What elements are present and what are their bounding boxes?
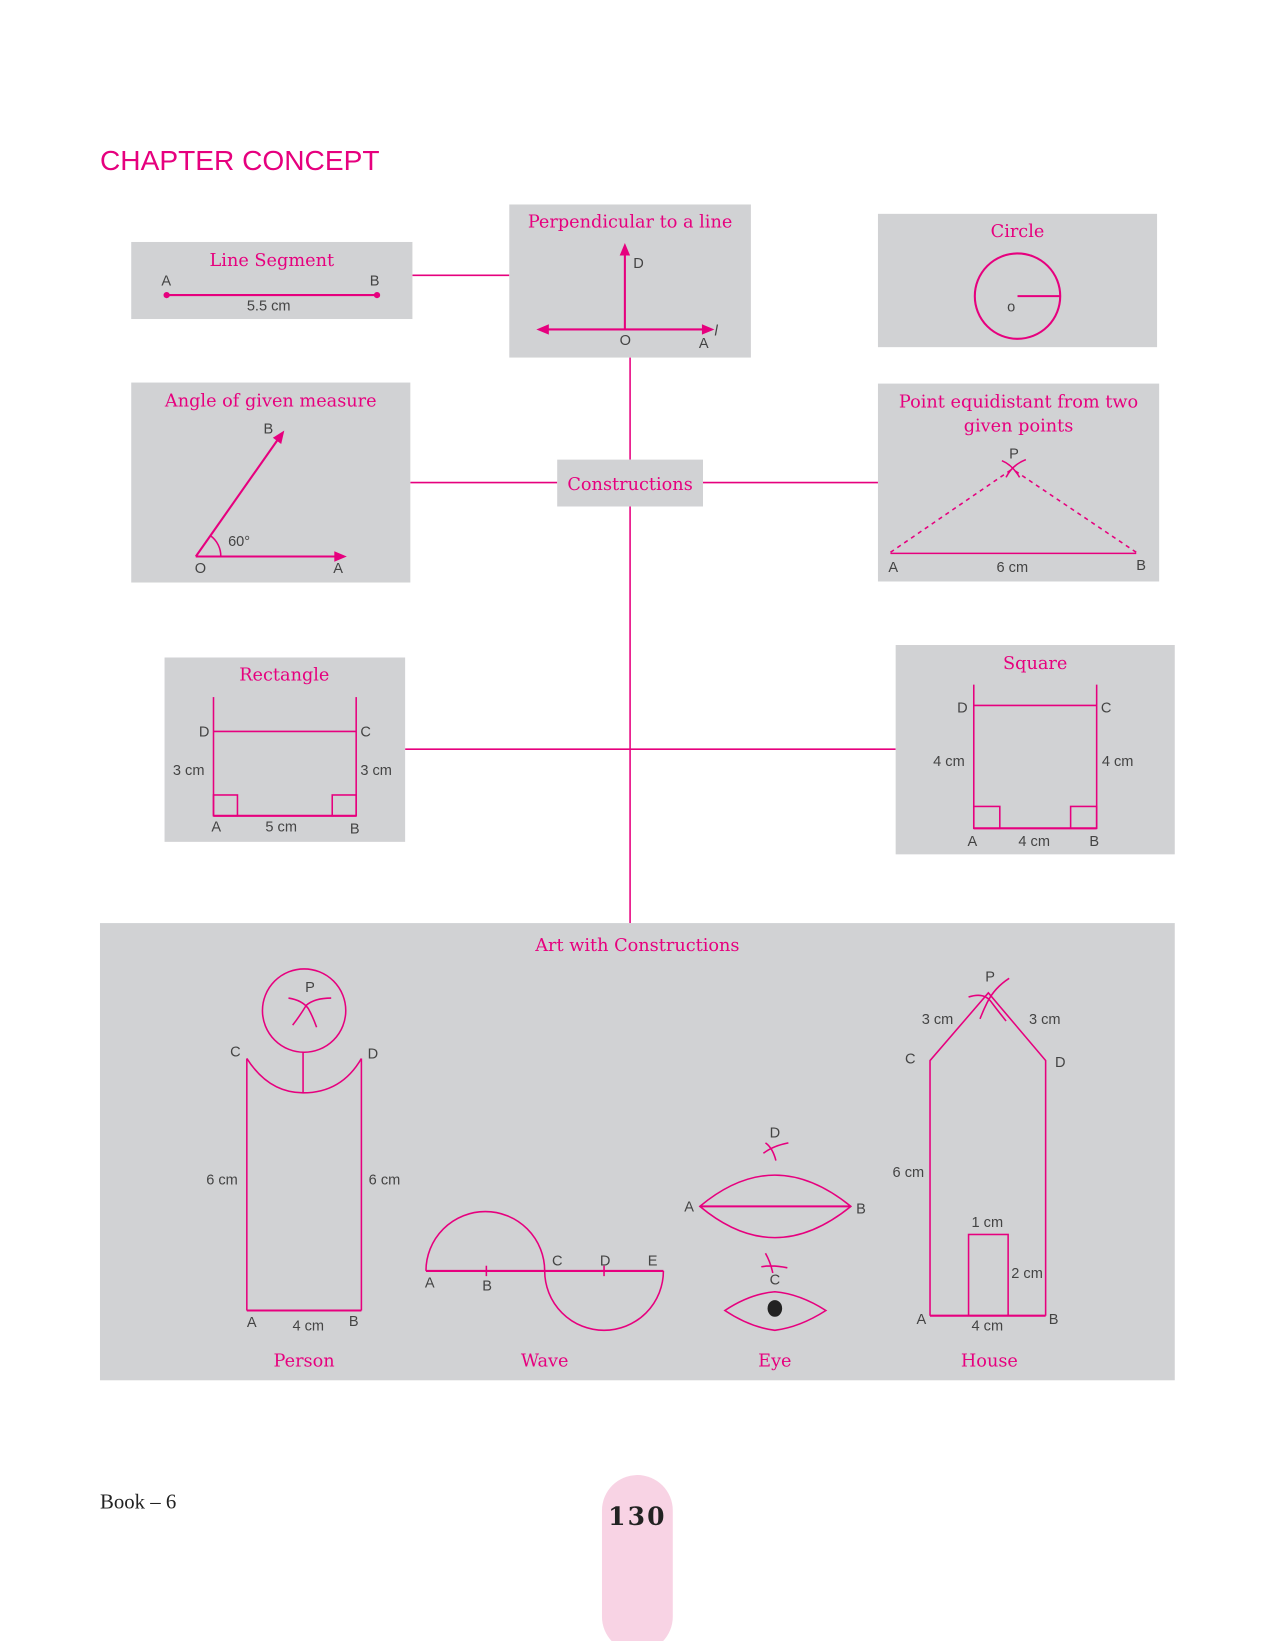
length-label: 2 cm (1011, 1266, 1043, 1282)
constructions-node: Constructions (557, 459, 703, 507)
length-label: 6 cm (893, 1165, 925, 1181)
panel-title: Square (1003, 654, 1067, 674)
point-label: C (552, 1254, 563, 1270)
wave-figure: A B C D E Wave (425, 1210, 665, 1372)
point-label: B (482, 1279, 492, 1295)
point-label: A (916, 1312, 926, 1328)
point-label: C (905, 1052, 916, 1068)
point-label: C (360, 725, 371, 741)
line-segment-panel: Line Segment A B 5.5 cm (131, 241, 413, 320)
length-label: 1 cm (972, 1215, 1004, 1231)
figure-caption: Wave (521, 1352, 569, 1372)
person-figure: P C D A B 6 cm 6 cm 4 cm Person (206, 968, 401, 1372)
point-label: A (699, 336, 709, 352)
length-label: 3 cm (1029, 1012, 1061, 1028)
point-label: A (211, 819, 221, 835)
panel-title: Rectangle (239, 665, 329, 685)
point-label: A (684, 1200, 694, 1216)
point-label: D (957, 701, 968, 717)
length-label: 4 cm (1018, 834, 1050, 850)
panel-title: Angle of given measure (164, 392, 377, 412)
art-with-constructions-panel: Art with Constructions P C D A B 6 cm 6 … (99, 923, 1175, 1381)
length-label: 6 cm (206, 1172, 238, 1188)
length-label: 3 cm (173, 763, 205, 779)
point-label: E (648, 1254, 658, 1270)
point-label: C (230, 1044, 241, 1060)
point-label: D (368, 1046, 379, 1062)
point-label: B (1136, 558, 1146, 574)
point-label: P (985, 969, 995, 985)
line-label: l (714, 324, 718, 340)
page-number-tab (601, 1475, 673, 1641)
figure-caption: Person (274, 1352, 335, 1372)
point-label: B (349, 1314, 359, 1330)
point-label: B (1049, 1312, 1059, 1328)
point-label: O (195, 561, 206, 577)
angle-panel: Angle of given measure B O A 60° (131, 382, 411, 583)
panel-title: given points (964, 417, 1074, 437)
point-label: A (247, 1315, 257, 1331)
point-label: B (263, 422, 273, 438)
page-number: 130 (608, 1502, 666, 1531)
constructions-label: Constructions (567, 475, 692, 495)
length-label: 3 cm (360, 763, 392, 779)
point-label: B (350, 822, 360, 838)
point-label: D (600, 1254, 611, 1270)
point-label: B (856, 1202, 866, 1218)
point-label: C (1101, 701, 1112, 717)
length-label: 6 cm (369, 1172, 401, 1188)
length-label: 4 cm (933, 754, 965, 770)
point-label: P (1009, 447, 1019, 463)
point-label: A (888, 560, 898, 576)
chapter-heading: CHAPTER CONCEPT (100, 145, 380, 176)
circle-panel: Circle o (877, 213, 1158, 348)
point-label: D (770, 1126, 781, 1142)
point-label: B (1089, 834, 1099, 850)
point-label: P (305, 980, 315, 996)
perpendicular-panel: Perpendicular to a line D O A l (509, 204, 751, 358)
length-label: 5.5 cm (247, 299, 291, 315)
book-label: Book – 6 (100, 1489, 176, 1513)
rectangle-panel: Rectangle D C A B 3 cm 3 cm 5 cm (164, 657, 406, 842)
square-panel: Square D C A B 4 cm 4 cm 4 cm (895, 645, 1175, 855)
panel-title: Perpendicular to a line (528, 212, 733, 232)
point-label: A (161, 274, 171, 290)
center-label: o (1007, 300, 1015, 316)
figure-caption: Eye (758, 1352, 791, 1372)
angle-label: 60° (228, 534, 250, 550)
panel-title: Art with Constructions (534, 936, 739, 956)
point-label: C (770, 1272, 781, 1288)
connector-lines (405, 274, 896, 924)
equidistant-point-panel: Point equidistant from two given points … (877, 383, 1160, 582)
point-label: A (968, 834, 978, 850)
point-label: D (1055, 1055, 1066, 1071)
length-label: 3 cm (922, 1012, 954, 1028)
point-label: A (333, 561, 343, 577)
point-label: B (370, 274, 380, 290)
length-label: 5 cm (265, 819, 297, 835)
length-label: 4 cm (292, 1318, 324, 1334)
point-label: A (425, 1276, 435, 1292)
figure-caption: House (961, 1352, 1018, 1372)
point-label: O (620, 333, 631, 349)
length-label: 6 cm (997, 560, 1029, 576)
eye-figure: D A B C Eye (684, 1126, 866, 1372)
panel-title: Point equidistant from two (899, 393, 1138, 413)
length-label: 4 cm (972, 1318, 1004, 1334)
panel-title: Circle (991, 222, 1045, 242)
panel-title: Line Segment (210, 251, 335, 271)
length-label: 4 cm (1102, 754, 1134, 770)
point-label: D (199, 725, 210, 741)
point-label: D (633, 256, 644, 272)
house-figure: P C D A B 3 cm 3 cm 6 cm 1 cm 2 cm 4 cm … (893, 969, 1066, 1371)
